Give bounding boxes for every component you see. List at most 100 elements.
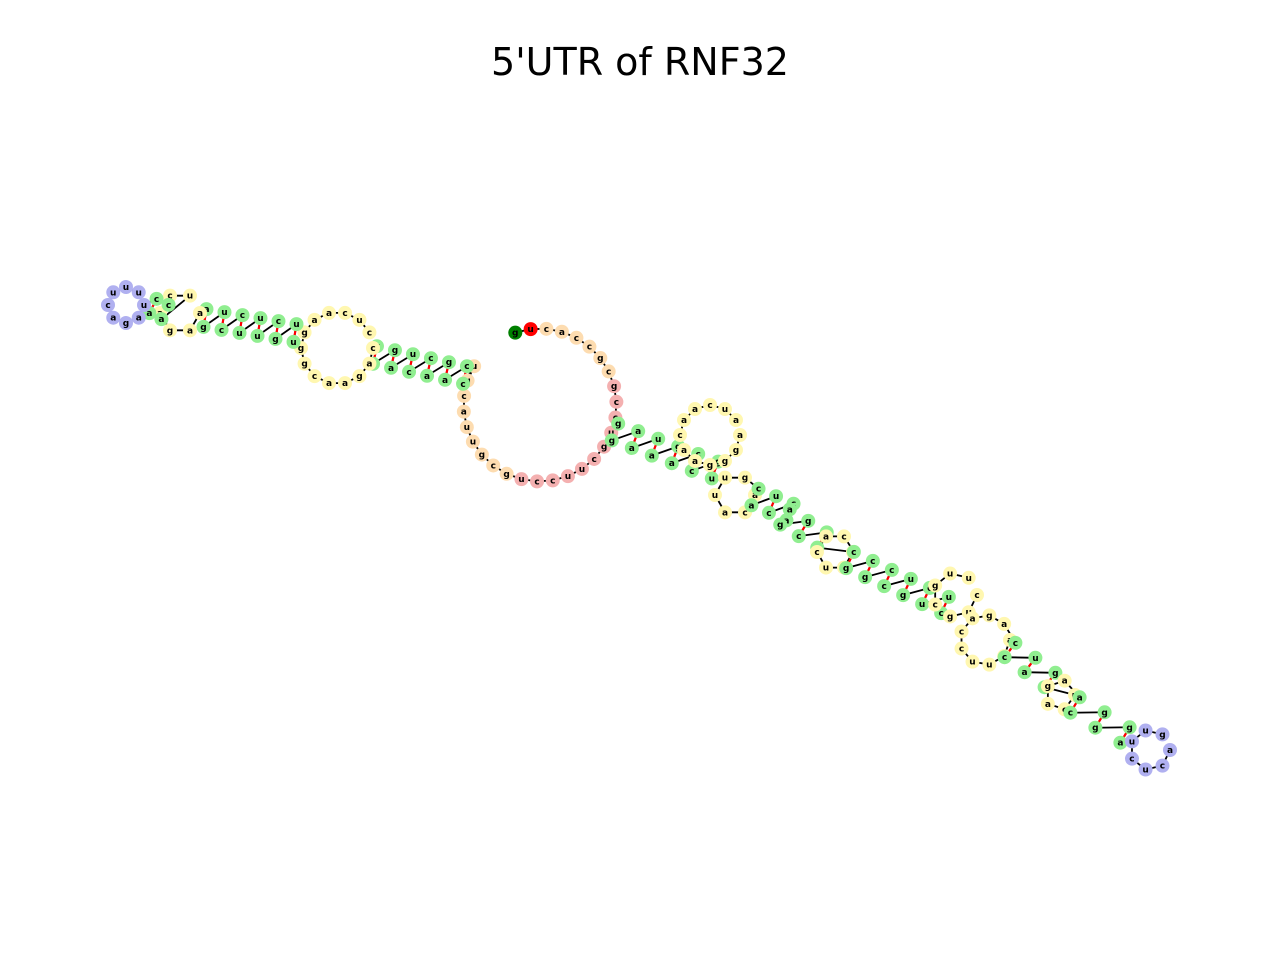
nucleotide-letter: g [900,591,906,601]
nucleotide-letter: u [1142,765,1148,775]
nucleotide-letter: g [615,420,621,430]
nucleotide: c [954,641,969,656]
nucleotide-letter: g [298,344,304,354]
nucleotide-letter: a [158,315,164,325]
nucleotide: g [163,323,177,338]
nucleotide-letter: c [689,467,694,477]
nucleotide-letter: a [1167,746,1173,756]
nucleotide: a [321,376,336,391]
nucleotide: a [106,310,121,325]
nucleotide-letter: u [966,574,972,584]
nucleotide-letter: c [312,372,317,382]
nucleotide-letter: c [1160,762,1165,772]
nucleotide-letter: g [932,581,938,591]
nucleotide: a [728,413,743,427]
nucleotide: c [101,298,115,312]
nucleotide-letter: u [290,338,296,348]
nucleotide: g [1088,720,1103,735]
nucleotide: a [631,424,646,439]
nucleotide-letter: g [609,436,615,446]
nucleotide: g [1040,679,1055,694]
nucleotide: a [554,324,569,339]
nucleotide: g [801,513,816,528]
nucleotide-letter: a [1117,739,1123,749]
nucleotide-letter: a [669,459,675,469]
nucleotide: a [677,413,692,427]
nucleotide-letter: u [527,325,533,335]
nucleotide: c [877,579,892,594]
nucleotide: u [286,334,301,349]
nucleotide: u [560,469,575,484]
nucleotide: g [611,416,626,431]
nucleotide-letter: c [105,301,110,311]
nucleotide: c [539,321,554,336]
nucleotide-letter: g [733,446,739,456]
nucleotide-letter: u [221,308,227,318]
nucleotide-letter: u [969,658,975,668]
nucleotide: u [961,570,976,585]
nucleotide: a [362,356,377,371]
nucleotide: c [587,451,602,466]
nucleotide-letter: a [681,416,687,426]
nucleotide: g [839,561,854,576]
nucleotide-letter: a [187,326,193,336]
nucleotide: u [982,657,997,672]
nucleotide: u [704,471,719,486]
nucleotide-letter: u [908,575,914,585]
nucleotide: c [928,597,943,612]
nucleotide-letter: u [655,435,661,445]
nucleotide-letter: c [154,295,159,305]
nucleotide: u [514,472,529,487]
nucleotide: u [718,470,732,485]
nucleotide: a [664,456,679,471]
nucleotide: c [338,305,353,320]
nucleotide-letter: g [601,443,607,453]
nucleotide-letter: g [301,328,307,338]
nucleotide: c [530,474,545,489]
nucleotide-letter: c [933,601,938,611]
nucleotide-letter: u [565,472,571,482]
nucleotide: c [545,473,560,488]
nucleotide: u [943,566,958,581]
nucleotide-letter: g [1092,724,1098,734]
nucleotide: g [508,325,523,340]
nucleotide: a [718,505,732,520]
nucleotide-letter: a [342,379,348,389]
nucleotide-letter: c [742,508,747,518]
nucleotide: c [703,398,717,412]
nucleotide-letter: c [544,325,549,335]
nucleotide: u [289,317,304,332]
nucleotide: u [651,431,666,446]
nucleotide: c [362,325,377,340]
nucleotide-letter: g [742,474,748,484]
nucleotide-letter: c [574,334,579,344]
nucleotide: g [738,470,752,485]
nucleotide-letter: a [733,416,739,426]
nucleotide: u [459,420,474,435]
nucleotide-letter: c [974,591,979,601]
nucleotide: g [1097,705,1112,720]
nucleotide: c [1063,705,1078,720]
nucleotide: u [1138,723,1153,738]
nucleotide: u [131,285,146,300]
nucleotide-letter: u [257,314,263,324]
nucleotide-letter: u [471,362,477,372]
nucleotide: a [688,453,702,468]
nucleotide-letter: g [862,573,868,583]
nucleotide-letter: c [756,485,761,495]
nucleotide: c [456,376,471,391]
nucleotide-letter: c [460,380,465,390]
nucleotide: a [677,443,692,457]
nucleotide-letter: a [692,457,698,467]
nucleotide: c [846,544,861,559]
nucleotide: c [366,341,380,355]
nucleotide-letter: u [823,564,829,574]
nucleotide-letter: c [428,354,433,364]
nucleotide: a [307,312,322,327]
nucleotide-letter: g [722,457,728,467]
nucleotide: a [193,306,207,320]
nucleotide: c [271,314,286,329]
nucleotide-letter: u [123,283,129,293]
nucleotide-letter: a [424,372,430,382]
nucleotide-letter: c [464,362,469,372]
